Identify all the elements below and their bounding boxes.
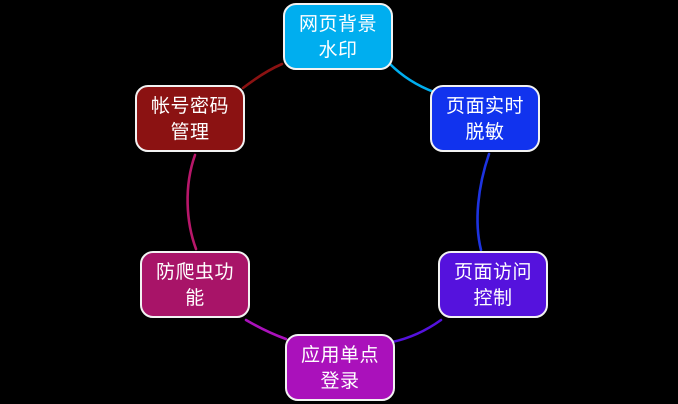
node-label-account-password-management: 帐号密码 管理 (150, 94, 229, 143)
node-page-realtime-desensitization[interactable]: 页面实时 脱敏 (430, 85, 540, 152)
node-page-access-control[interactable]: 页面访问 控制 (438, 251, 548, 318)
node-label-web-page-background-watermark: 网页背景 水印 (298, 12, 377, 61)
connector-account-password-to-watermark (241, 62, 284, 90)
connector-anti-crawler-to-account-password (186, 153, 198, 251)
connector-desensitization-to-access-control (476, 152, 491, 252)
node-anti-crawler-function[interactable]: 防爬虫功 能 (140, 251, 250, 318)
node-label-page-realtime-desensitization: 页面实时 脱敏 (445, 94, 524, 143)
node-application-single-sign-on[interactable]: 应用单点 登录 (285, 334, 395, 401)
connector-access-control-to-sso (390, 318, 443, 344)
node-web-page-background-watermark[interactable]: 网页背景 水印 (283, 3, 393, 70)
node-label-page-access-control: 页面访问 控制 (453, 260, 532, 309)
connector-sso-to-anti-crawler (244, 318, 288, 341)
node-account-password-management[interactable]: 帐号密码 管理 (135, 85, 245, 152)
connector-watermark-to-desensitization (388, 62, 436, 94)
node-label-anti-crawler-function: 防爬虫功 能 (155, 260, 234, 309)
node-label-application-single-sign-on: 应用单点 登录 (300, 343, 379, 392)
